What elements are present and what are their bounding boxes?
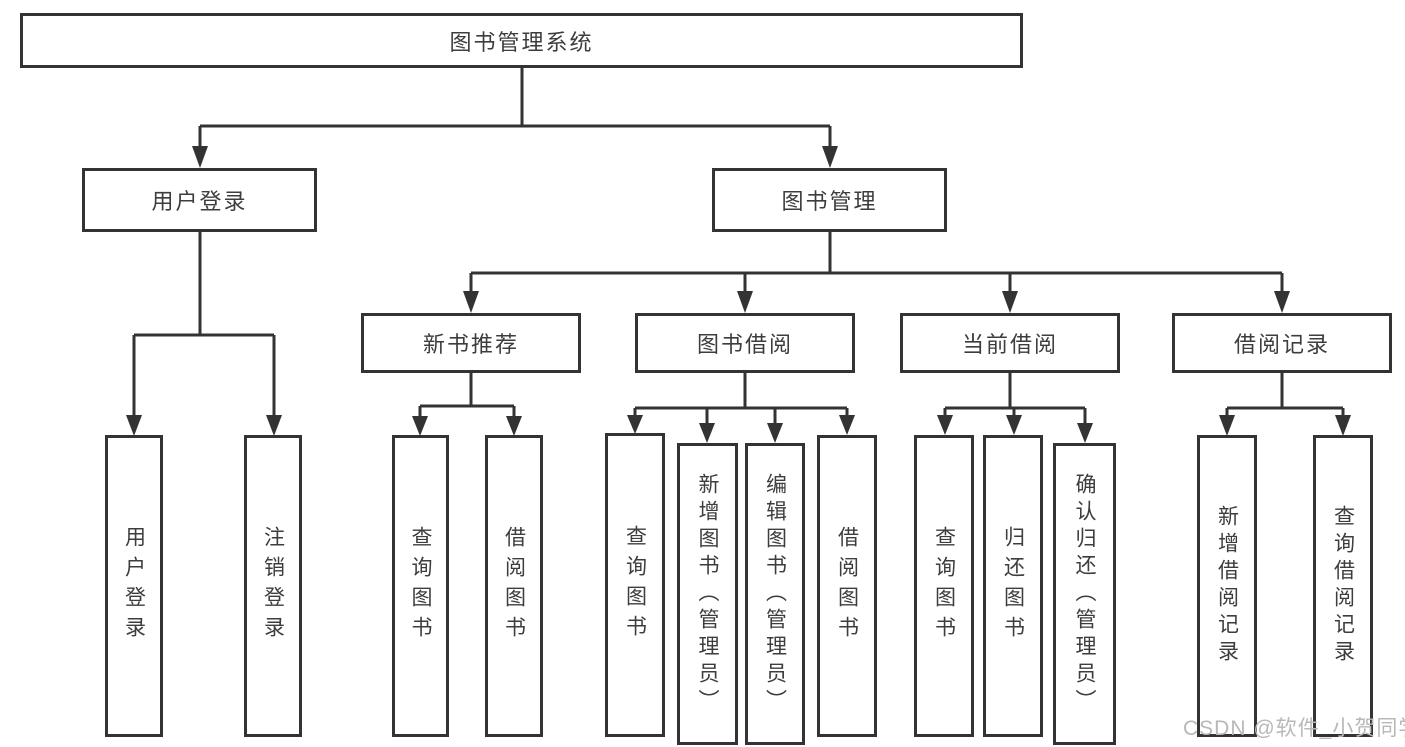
leaf-add-borrow-record: 新增借阅记录 — [1197, 435, 1257, 737]
arrowheads — [126, 146, 1351, 443]
node-label: 图书管理 — [781, 189, 878, 214]
leaf-query-books-borrow: 查询图书 — [605, 433, 665, 737]
leaf-logout: 注销登录 — [244, 435, 302, 737]
node-label: 用户登录 — [151, 189, 248, 214]
leaf-label: 注销登录 — [261, 526, 285, 646]
leaf-label: 借阅图书 — [835, 526, 859, 646]
leaf-label: 查询图书 — [932, 526, 956, 646]
leaf-user-login: 用户登录 — [105, 435, 163, 737]
leaf-label: 查询图书 — [409, 526, 432, 646]
leaf-add-book-admin: 新增图书（管理员） — [677, 443, 738, 745]
node-book-borrow: 图书借阅 — [635, 313, 855, 373]
node-label: 图书管理系统 — [449, 29, 594, 55]
leaf-label: 查询图书 — [623, 525, 647, 645]
node-label: 图书借阅 — [696, 332, 793, 357]
leaf-query-books-current: 查询图书 — [914, 435, 974, 737]
leaf-label: 借阅图书 — [502, 526, 526, 646]
node-user-login: 用户登录 — [82, 168, 317, 232]
leaf-label: 新增图书（管理员） — [696, 472, 719, 716]
leaf-label: 归还图书 — [1001, 526, 1025, 646]
node-label: 借阅记录 — [1233, 332, 1330, 357]
leaf-return-book: 归还图书 — [983, 435, 1043, 737]
leaf-label: 查询借阅记录 — [1331, 505, 1355, 667]
leaf-query-books-recommend: 查询图书 — [392, 435, 449, 737]
leaf-label: 编辑图书（管理员） — [763, 472, 787, 716]
node-current-borrow: 当前借阅 — [900, 313, 1120, 373]
csdn-watermark: CSDN @软件_小贺同学 — [1183, 717, 1405, 740]
node-borrow-records: 借阅记录 — [1172, 313, 1392, 373]
leaf-label: 确认归还（管理员） — [1073, 472, 1096, 716]
leaf-edit-book-admin: 编辑图书（管理员） — [745, 443, 805, 745]
leaf-label: 用户登录 — [122, 526, 146, 646]
leaf-query-borrow-record: 查询借阅记录 — [1313, 435, 1373, 737]
leaf-confirm-return-admin: 确认归还（管理员） — [1053, 443, 1116, 745]
leaf-borrow-books-borrow: 借阅图书 — [817, 435, 877, 737]
node-label: 当前借阅 — [961, 332, 1058, 357]
node-library-management-system: 图书管理系统 — [20, 13, 1023, 68]
node-book-management: 图书管理 — [712, 168, 947, 232]
node-new-book-recommend: 新书推荐 — [361, 313, 581, 373]
node-label: 新书推荐 — [422, 332, 519, 357]
leaf-borrow-books-recommend: 借阅图书 — [485, 435, 543, 737]
leaf-label: 新增借阅记录 — [1215, 505, 1239, 667]
